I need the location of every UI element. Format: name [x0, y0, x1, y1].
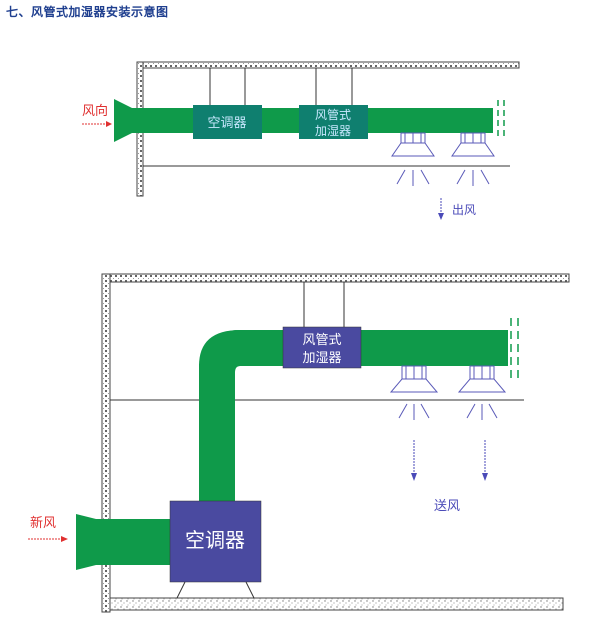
- air-diffuser: [389, 365, 439, 420]
- diagram-2: 风管式 加湿器 空调器: [28, 273, 570, 613]
- ac-unit-box: [169, 500, 262, 583]
- inlet-label: 风向: [82, 103, 108, 119]
- duct-end-cap: [497, 100, 505, 136]
- fresh-air-arrow-icon: [28, 536, 68, 542]
- vertical-duct: [199, 364, 235, 504]
- humidifier-box: [299, 105, 368, 139]
- ac-unit-legs: [176, 581, 255, 599]
- diagram-1: 空调器 风管式 加湿器 风向: [82, 61, 520, 220]
- inlet-duct: [95, 519, 173, 565]
- humidifier-label-line2: 加湿器: [302, 351, 341, 366]
- air-diffuser: [391, 132, 435, 186]
- ac-unit-label: 空调器: [185, 528, 245, 552]
- duct-end-cap: [510, 318, 519, 378]
- supply-arrow-icon: [411, 440, 417, 481]
- supply-label: 送风: [434, 499, 460, 514]
- air-diffuser: [457, 365, 507, 420]
- ceiling-wall: [136, 61, 520, 69]
- humidifier-box: [282, 326, 362, 369]
- main-duct: [238, 330, 508, 366]
- humidifier-label-line1: 风管式: [302, 333, 341, 348]
- inlet-arrow-icon: [82, 121, 112, 127]
- hanger-rods: [303, 282, 345, 328]
- ac-unit-box: [193, 105, 262, 139]
- inlet-flare: [76, 514, 96, 570]
- outlet-arrow-icon: [438, 198, 444, 220]
- ac-unit-label: 空调器: [207, 116, 246, 131]
- hanger-rods: [209, 68, 353, 106]
- floor-slab: [109, 597, 564, 611]
- left-wall: [101, 273, 111, 613]
- ceiling-wall: [101, 273, 570, 283]
- fresh-air-label: 新风: [30, 515, 56, 531]
- duct-elbow-outer: [199, 330, 240, 372]
- air-diffuser: [451, 132, 495, 186]
- outlet-label: 出风: [452, 203, 476, 217]
- inlet-flare: [114, 99, 132, 142]
- humidifier-label-line1: 风管式: [315, 107, 351, 122]
- humidifier-label-line2: 加湿器: [315, 123, 351, 138]
- supply-arrow-icon: [482, 440, 488, 481]
- page-title: 七、风管式加湿器安装示意图: [6, 5, 169, 19]
